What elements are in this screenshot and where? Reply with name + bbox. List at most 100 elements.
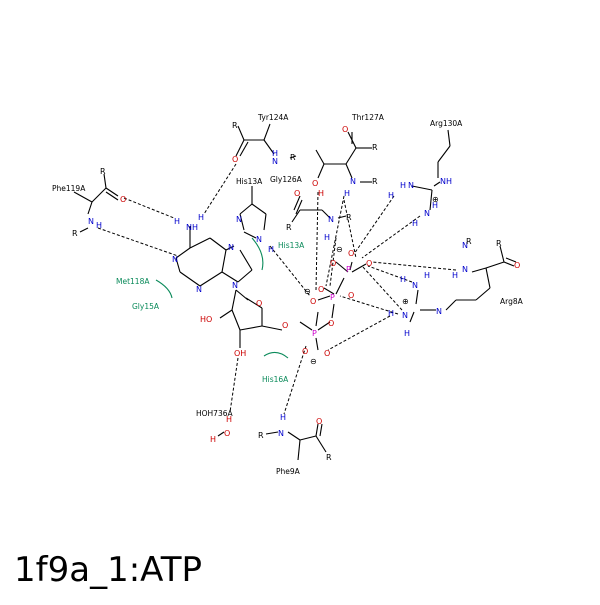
atom-p-gamma: P xyxy=(346,265,351,274)
gly126-r1: R xyxy=(286,223,292,232)
arg8-nh2: N xyxy=(402,311,408,320)
label-thr127: Thr127A xyxy=(351,113,385,122)
tyr124-h: H xyxy=(272,149,278,158)
arg8-r1: R xyxy=(496,239,502,248)
label-his13: His13A xyxy=(236,177,263,186)
arg8-hh1b: H xyxy=(424,271,430,280)
phe119-h: H xyxy=(96,221,102,230)
label-gly15: Gly15A xyxy=(132,302,160,311)
arg130-skeleton xyxy=(411,129,451,211)
phosphate-chain xyxy=(299,261,367,351)
arg8-hh2: H xyxy=(388,309,394,318)
label-his16: His16A xyxy=(262,375,289,384)
thr127-og: O xyxy=(312,179,318,188)
thr127-o: O xyxy=(342,125,348,134)
phe119-skeleton xyxy=(73,173,119,233)
his13-ne: N xyxy=(256,235,262,244)
atom-o2a: O xyxy=(324,349,330,358)
phe119-o: O xyxy=(120,195,126,204)
arg130-nh1: H xyxy=(400,181,406,190)
atom-o2b: O xyxy=(318,285,324,294)
arg130-nh1-n: N xyxy=(408,181,414,190)
phe9-skeleton xyxy=(265,423,327,461)
water-h1: H xyxy=(226,415,232,424)
label-tyr124: Tyr124A xyxy=(257,113,289,122)
gly126-h: H xyxy=(324,233,330,242)
atom-n7: N xyxy=(228,243,234,252)
water-bond xyxy=(217,431,225,437)
his13-nd: N xyxy=(236,215,242,224)
ligand-title: 1f9a_1:ATP xyxy=(14,550,203,590)
arg130-nh: NH xyxy=(440,177,452,186)
contact-arc-his16 xyxy=(263,351,289,359)
water-o: O xyxy=(224,429,230,438)
atom-oh3: OH xyxy=(234,349,246,358)
water-h2: H xyxy=(210,435,216,444)
arg130-plus: ⊕ xyxy=(432,195,439,204)
tyr124-o: O xyxy=(232,155,238,164)
arg8-h: H xyxy=(452,271,458,280)
tyr124-r2: R xyxy=(290,153,296,162)
label-arg8: Arg8A xyxy=(500,297,524,306)
atom-p-beta: P xyxy=(330,293,335,302)
atom-ho2: HO xyxy=(200,315,212,324)
arg8-nh: N xyxy=(462,265,468,274)
thr127-r1: R xyxy=(372,143,378,152)
arg8-nh1: N xyxy=(412,281,418,290)
gly126-skeleton xyxy=(291,195,347,223)
arg130-h1: H xyxy=(388,191,394,200)
charge-minus-b: ⊖ xyxy=(304,287,311,296)
hydrophobic-contacts xyxy=(155,237,289,359)
atom-o1b: O xyxy=(310,297,316,306)
atom-labels: NH H H N N N N O HO OH O P P P O O O O O… xyxy=(72,121,520,462)
atom-o2g: O xyxy=(348,249,354,258)
phe119-r2: R xyxy=(72,229,78,238)
arg8-hh2b: H xyxy=(404,329,410,338)
label-his13-contact: His13A xyxy=(278,241,305,250)
phe119-r1: R xyxy=(100,167,106,176)
arg8-n: N xyxy=(462,241,468,250)
label-phe9: Phe9A xyxy=(276,467,301,476)
atom-n9: N xyxy=(232,281,238,290)
arg8-hh1: H xyxy=(400,275,406,284)
arg130-nh2: N xyxy=(424,209,430,218)
thr127-hg: H xyxy=(318,189,324,198)
phe9-r2: R xyxy=(326,453,332,462)
atom-o1a: O xyxy=(302,347,308,356)
atom-o5: O xyxy=(282,321,288,330)
contact-arc-his13 xyxy=(251,237,264,271)
his13-skeleton xyxy=(239,186,267,239)
residue-labels: Tyr124A Thr127A Arg130A Phe119A His13A G… xyxy=(52,113,524,476)
gly126-n: N xyxy=(328,215,334,224)
tyr124-r1: R xyxy=(232,121,238,130)
atom-p-alpha: P xyxy=(312,329,317,338)
thr127-h: H xyxy=(344,189,350,198)
his13-he: H xyxy=(268,245,274,254)
atom-o1g: O xyxy=(330,259,336,268)
adenine-ring xyxy=(175,226,253,287)
charge-minus-a: ⊖ xyxy=(310,357,317,366)
tyr124-skeleton xyxy=(235,123,297,159)
label-hoh736: HOH736A xyxy=(196,409,233,418)
phe9-h: H xyxy=(280,413,286,422)
charge-minus-g: ⊖ xyxy=(336,245,343,254)
tyr124-n: N xyxy=(272,157,278,166)
contact-arc-met118 xyxy=(155,279,173,299)
label-phe119: Phe119A xyxy=(52,184,86,193)
ribose-ring xyxy=(219,289,283,348)
atom-h-n6a: H xyxy=(174,217,180,226)
thr127-r2: R xyxy=(372,177,378,186)
atom-o3g: O xyxy=(366,259,372,268)
thr127-n: N xyxy=(350,177,356,186)
label-met118: Met118A xyxy=(116,277,150,286)
atom-o3b: O xyxy=(348,291,354,300)
label-arg130: Arg130A xyxy=(430,119,463,128)
phe9-o: O xyxy=(316,417,322,426)
phe9-r1: R xyxy=(258,431,264,440)
thr127-skeleton xyxy=(315,131,372,183)
arg8-skeleton xyxy=(409,245,517,323)
arg8-r2: R xyxy=(466,237,472,246)
arg8-o: O xyxy=(514,261,520,270)
